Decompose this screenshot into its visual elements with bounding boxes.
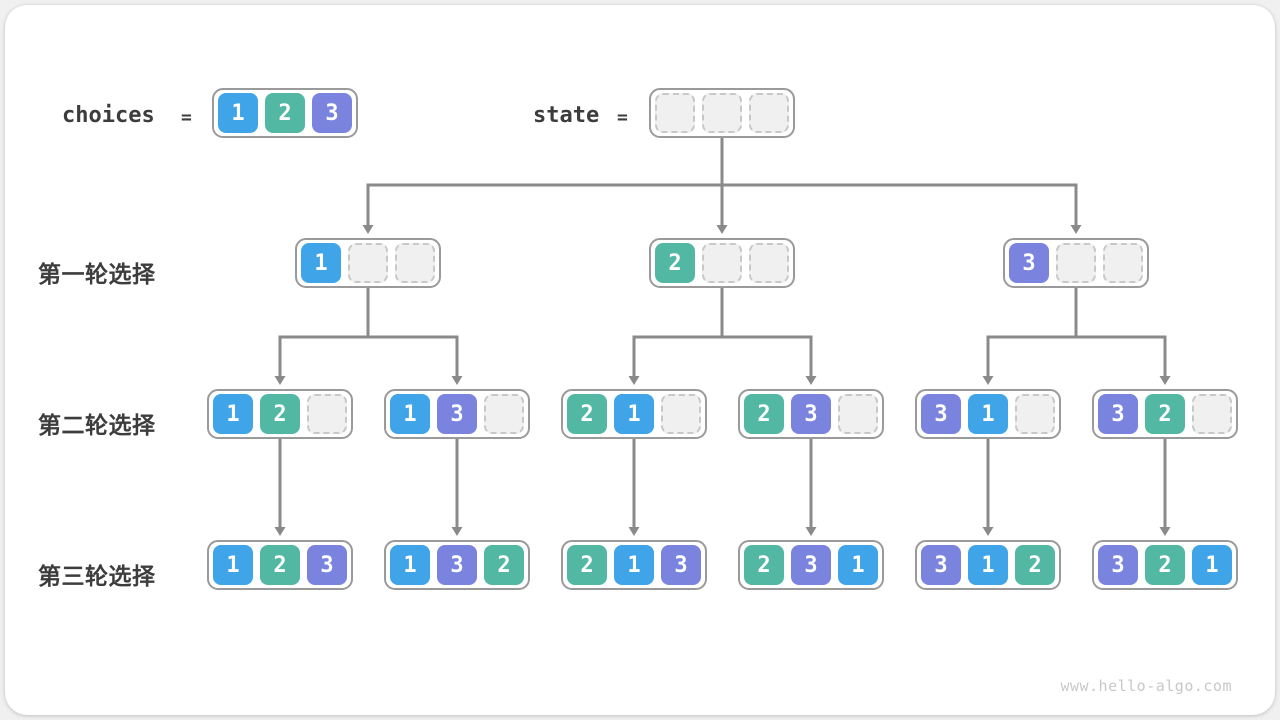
value-cell-1: 1 xyxy=(838,545,878,585)
value-cell-2: 2 xyxy=(1145,545,1185,585)
value-cell-1: 1 xyxy=(390,394,430,434)
value-cell-3: 3 xyxy=(1009,243,1049,283)
arrowhead-icon xyxy=(805,376,817,385)
empty-cell xyxy=(1103,243,1143,283)
empty-cell xyxy=(395,243,435,283)
value-cell-3: 3 xyxy=(1098,394,1138,434)
round-1-label: 第一轮选择 xyxy=(38,261,156,287)
arrowhead-icon xyxy=(628,376,640,385)
value-cell-1: 1 xyxy=(968,545,1008,585)
arrowhead-icon xyxy=(982,527,994,536)
value-cell-1: 1 xyxy=(968,394,1008,434)
empty-cell xyxy=(749,243,789,283)
choices-label: choices xyxy=(62,103,155,128)
arrowhead-icon xyxy=(716,225,728,234)
empty-cell xyxy=(307,394,347,434)
arrowhead-icon xyxy=(451,527,463,536)
value-cell-2: 2 xyxy=(260,394,300,434)
state-array xyxy=(649,88,795,138)
arrowhead-icon xyxy=(982,376,994,385)
value-cell-2: 2 xyxy=(567,545,607,585)
value-cell-3: 3 xyxy=(921,394,961,434)
value-cell-3: 3 xyxy=(437,394,477,434)
value-cell-2: 2 xyxy=(265,93,305,133)
round-3-label: 第三轮选择 xyxy=(38,563,156,589)
empty-cell xyxy=(348,243,388,283)
value-cell-3: 3 xyxy=(437,545,477,585)
tree-connectors xyxy=(274,136,1171,536)
value-cell-2: 2 xyxy=(567,394,607,434)
value-cell-1: 1 xyxy=(218,93,258,133)
empty-cell xyxy=(1015,394,1055,434)
watermark: www.hello-algo.com xyxy=(1060,677,1232,695)
empty-cell xyxy=(1056,243,1096,283)
arrowhead-icon xyxy=(628,527,640,536)
round-1-node-3__: 3 xyxy=(1003,238,1149,288)
value-cell-3: 3 xyxy=(307,545,347,585)
empty-cell xyxy=(749,93,789,133)
arrowhead-icon xyxy=(1070,225,1082,234)
value-cell-2: 2 xyxy=(1145,394,1185,434)
value-cell-3: 3 xyxy=(791,545,831,585)
value-cell-3: 3 xyxy=(312,93,352,133)
empty-cell xyxy=(484,394,524,434)
diagram-card: choices = state = 第一轮选择 第二轮选择 第三轮选择 www.… xyxy=(5,5,1275,715)
value-cell-3: 3 xyxy=(1098,545,1138,585)
value-cell-3: 3 xyxy=(661,545,701,585)
value-cell-3: 3 xyxy=(921,545,961,585)
empty-cell xyxy=(661,394,701,434)
empty-cell xyxy=(1192,394,1232,434)
arrowhead-icon xyxy=(805,527,817,536)
value-cell-3: 3 xyxy=(791,394,831,434)
empty-cell xyxy=(838,394,878,434)
round-2-label: 第二轮选择 xyxy=(38,412,156,438)
round-1-node-1__: 1 xyxy=(295,238,441,288)
value-cell-1: 1 xyxy=(301,243,341,283)
state-equals-sign: = xyxy=(617,107,628,128)
empty-cell xyxy=(702,93,742,133)
state-label: state xyxy=(533,103,600,128)
value-cell-1: 1 xyxy=(213,394,253,434)
round-1-node-2__: 2 xyxy=(649,238,795,288)
value-cell-1: 1 xyxy=(1192,545,1232,585)
value-cell-1: 1 xyxy=(390,545,430,585)
value-cell-2: 2 xyxy=(484,545,524,585)
value-cell-2: 2 xyxy=(744,394,784,434)
value-cell-1: 1 xyxy=(213,545,253,585)
empty-cell xyxy=(655,93,695,133)
value-cell-1: 1 xyxy=(614,545,654,585)
value-cell-1: 1 xyxy=(614,394,654,434)
choices-equals-sign: = xyxy=(181,107,192,128)
arrowhead-icon xyxy=(451,376,463,385)
empty-cell xyxy=(702,243,742,283)
value-cell-2: 2 xyxy=(260,545,300,585)
arrowhead-icon xyxy=(274,376,286,385)
value-cell-2: 2 xyxy=(1015,545,1055,585)
arrowhead-icon xyxy=(362,225,374,234)
arrowhead-icon xyxy=(274,527,286,536)
value-cell-2: 2 xyxy=(744,545,784,585)
arrowhead-icon xyxy=(1159,527,1171,536)
arrowhead-icon xyxy=(1159,376,1171,385)
value-cell-2: 2 xyxy=(655,243,695,283)
